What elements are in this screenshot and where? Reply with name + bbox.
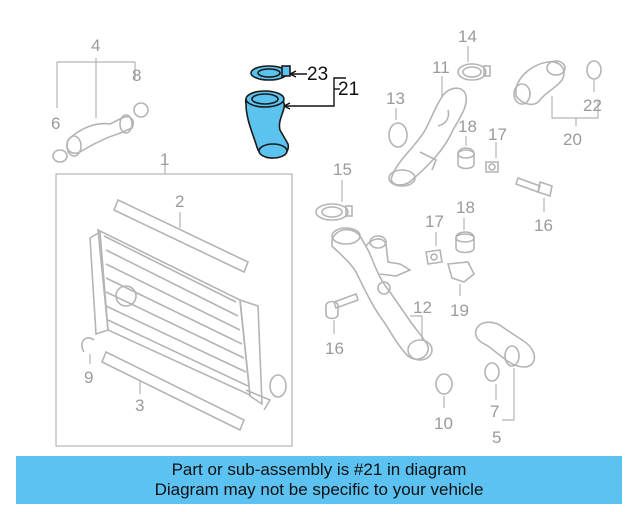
callout-10: 10: [434, 414, 453, 433]
sensor-19: [446, 261, 476, 283]
callout-6: 6: [51, 114, 60, 133]
charge-pipe-12: [331, 227, 433, 361]
callout-18-upper: 18: [458, 117, 477, 136]
callout-9: 9: [84, 368, 93, 387]
callout-13: 13: [386, 89, 405, 108]
intake-pipe-11: [388, 87, 468, 187]
hose-assembly-4: [52, 58, 149, 163]
parts-diagram: 4 6 8 1 2 3 9 23 21: [51, 27, 602, 447]
seal-7: [484, 362, 500, 382]
elbow-hose-20: [513, 60, 566, 106]
callout-21: 21: [338, 79, 359, 100]
seal-13: [388, 122, 408, 148]
intercooler-1: [55, 155, 293, 447]
bolt-16-center: [325, 292, 360, 320]
banner-line-1: Part or sub-assembly is #21 in diagram: [171, 460, 467, 479]
callout-11: 11: [432, 58, 450, 77]
hose-clamp-23: [250, 65, 291, 81]
callout-17-lower: 17: [425, 212, 444, 231]
clamp-14: [457, 63, 491, 81]
callout-23: 23: [307, 64, 328, 85]
callout-17-upper: 17: [488, 125, 507, 144]
callout-14: 14: [458, 27, 477, 46]
callout-1: 1: [160, 150, 169, 169]
seal-10: [435, 373, 453, 395]
callout-19: 19: [450, 301, 469, 320]
callout-15: 15: [333, 160, 352, 179]
callout-12: 12: [413, 298, 432, 317]
callout-5: 5: [492, 428, 501, 447]
charge-air-hose-21: [244, 90, 290, 159]
callout-18-lower: 18: [456, 198, 475, 217]
callout-4: 4: [91, 36, 100, 55]
callout-3: 3: [135, 396, 144, 415]
bolt-16-right: [514, 176, 553, 198]
callout-22: 22: [583, 96, 602, 115]
callout-7: 7: [490, 402, 499, 421]
seal-22: [586, 60, 602, 80]
callout-2: 2: [175, 192, 184, 211]
callout-20: 20: [563, 130, 582, 149]
air-deflector-2: [112, 198, 250, 274]
nut-17-upper: [485, 161, 499, 173]
clamp-15: [315, 203, 353, 221]
info-banner: Part or sub-assembly is #21 in diagram D…: [16, 456, 622, 504]
callout-8: 8: [132, 66, 141, 85]
nut-17-lower: [425, 249, 443, 265]
banner-line-2: Diagram may not be specific to your vehi…: [154, 480, 484, 499]
hose-assembly-5: [474, 321, 536, 368]
callout-16-right: 16: [534, 216, 553, 235]
air-deflector-3: [100, 350, 246, 432]
clip-9: [81, 337, 95, 353]
callout-16-center: 16: [325, 339, 344, 358]
